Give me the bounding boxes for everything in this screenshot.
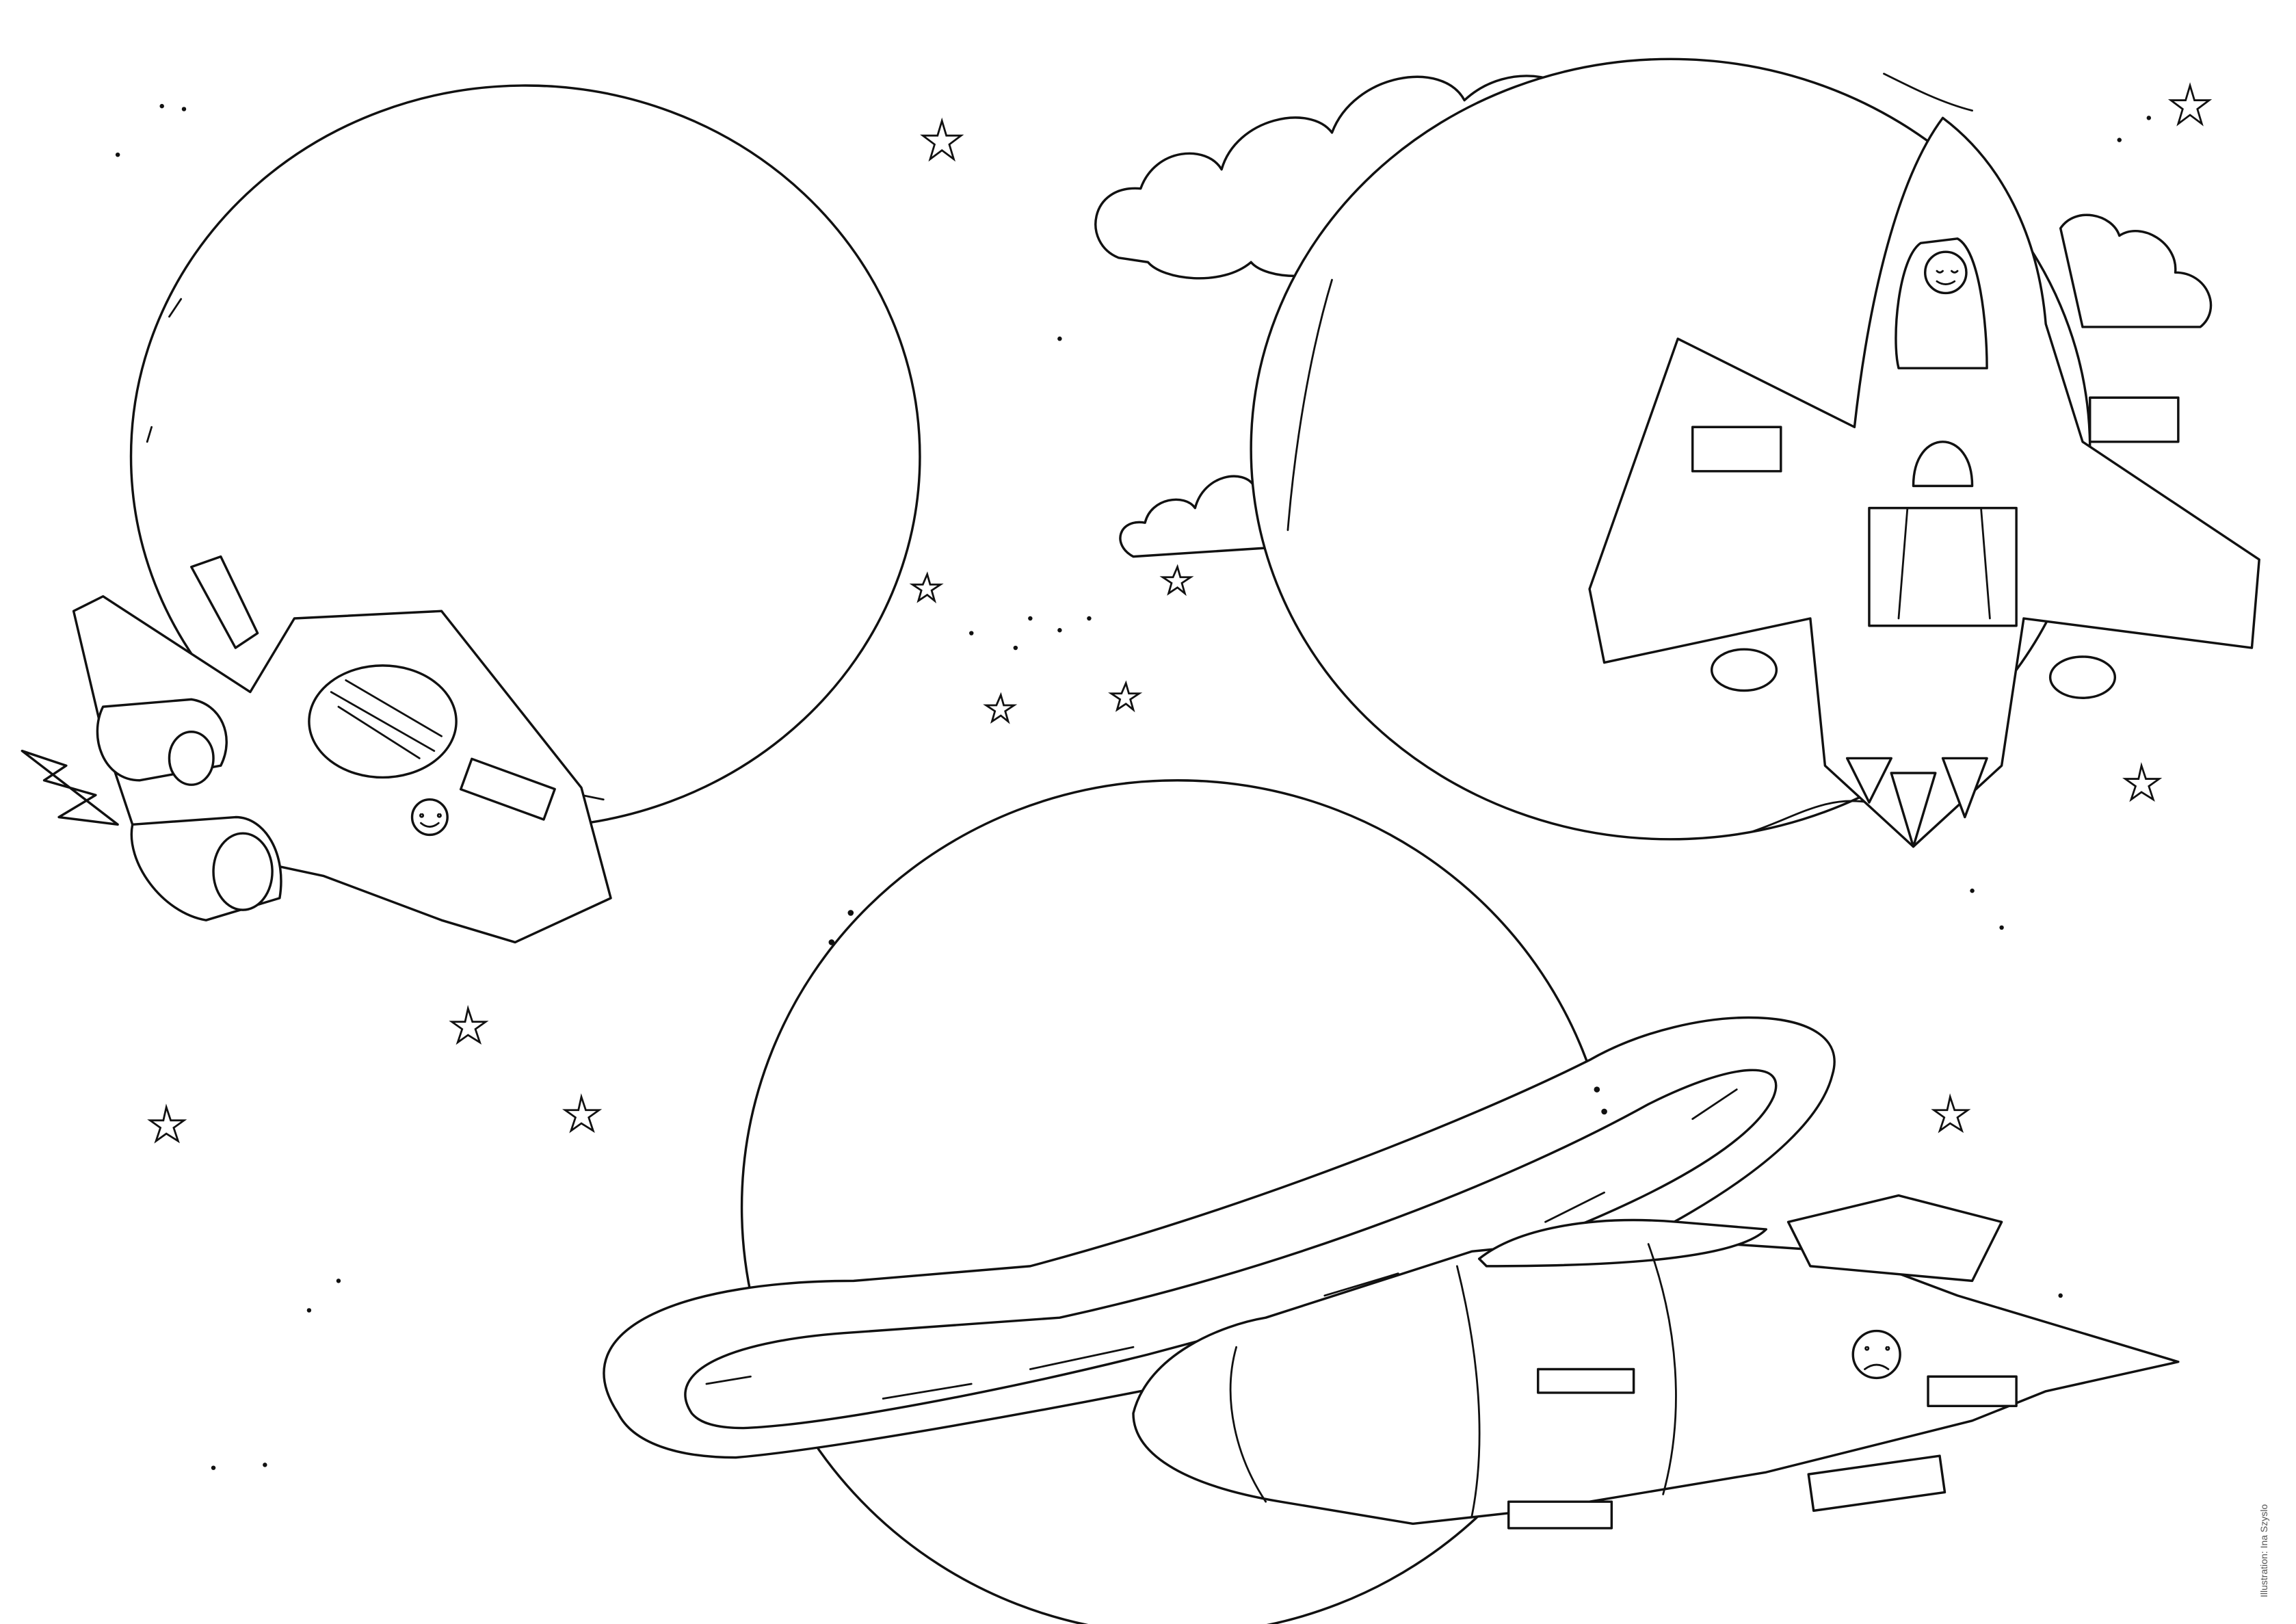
star-dust — [115, 103, 2152, 1470]
spaceship-bottom-right — [1132, 1194, 2180, 1530]
cloud-small — [1119, 475, 1270, 558]
spaceship-left — [21, 555, 612, 944]
illustration-credit: Illustration: Ina Szyslo — [2258, 1504, 2269, 1597]
stars — [147, 82, 2213, 1144]
cloud-right — [2059, 213, 2213, 328]
spaceship-top-right — [1588, 116, 2260, 848]
planet-ringed — [603, 779, 1836, 1624]
